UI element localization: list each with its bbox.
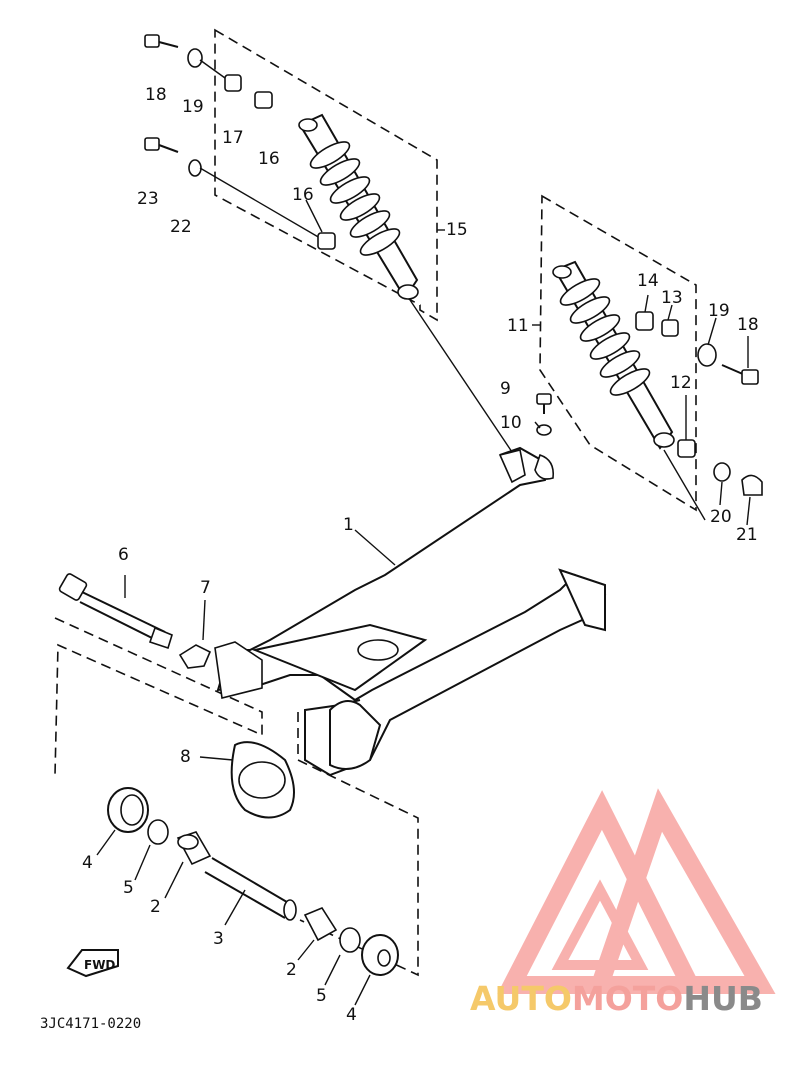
washer-19-right	[697, 343, 717, 367]
pivot-group-outline-right	[297, 712, 419, 977]
callout-12: 12	[670, 373, 692, 393]
callout-18-top: 18	[145, 85, 167, 105]
callout-20: 20	[710, 507, 732, 527]
callout-3: 3	[213, 929, 224, 949]
swingarm-1	[216, 446, 607, 777]
callout-1: 1	[343, 515, 354, 535]
cover-bracket	[214, 641, 263, 699]
fwd-arrow: FWD	[66, 949, 119, 978]
callout-7: 7	[200, 578, 211, 598]
leader-lines	[96, 199, 751, 1006]
callout-2-right: 2	[286, 960, 297, 980]
pivot-shaft-3	[204, 857, 297, 921]
bolt-18-right	[721, 364, 759, 385]
collar-5-right	[339, 927, 361, 953]
rear-shock-11	[552, 260, 675, 450]
callout-22: 22	[170, 217, 192, 237]
callout-9: 9	[500, 379, 511, 399]
callout-19-right: 19	[708, 301, 730, 321]
callout-16-top: 16	[258, 149, 280, 169]
callout-8: 8	[180, 747, 191, 767]
callout-14: 14	[637, 271, 659, 291]
callout-5-left: 5	[123, 878, 134, 898]
nut-7	[178, 644, 212, 669]
rear-shock-15	[298, 113, 419, 300]
callout-2-left: 2	[150, 897, 161, 917]
callout-13: 13	[661, 288, 683, 308]
washer-20	[713, 462, 731, 482]
bushing-14	[635, 311, 654, 331]
washer-10	[536, 424, 552, 436]
cap-nut-21	[741, 474, 763, 496]
collar-17	[224, 74, 242, 92]
callout-6: 6	[118, 545, 129, 565]
watermark-text: AUTOMOTOHUB	[470, 979, 763, 1018]
callout-16-lower: 16	[292, 185, 314, 205]
bushing-16-top	[254, 91, 273, 109]
diagram-code: 3JC4171-0220	[40, 1016, 141, 1032]
pivot-bolt-6	[58, 573, 173, 650]
callout-17: 17	[222, 128, 244, 148]
dust-cover-8	[230, 741, 295, 819]
bushing-16-lower	[317, 232, 336, 250]
washer-19-top	[187, 48, 203, 68]
shock-assembly-11-outline	[539, 194, 697, 512]
callout-11: 11	[507, 316, 529, 336]
callout-19-top: 19	[182, 97, 204, 117]
bolt-23	[144, 137, 179, 153]
watermark-logo	[497, 788, 776, 994]
pivot-group-outline-left	[54, 617, 263, 776]
callout-21: 21	[736, 525, 758, 545]
washer-22	[188, 159, 202, 177]
bushing-2-left	[176, 831, 212, 866]
callout-10: 10	[500, 413, 522, 433]
callout-4-left: 4	[82, 853, 93, 873]
svg-text:FWD: FWD	[84, 958, 115, 972]
callout-5-right: 5	[316, 986, 327, 1006]
bushing-2-right	[303, 907, 338, 942]
bearing-4-left-inner	[120, 794, 144, 826]
callout-18-right: 18	[737, 315, 759, 335]
callout-15: 15	[446, 220, 468, 240]
callout-4-right: 4	[346, 1005, 357, 1025]
callout-labels: 1 2 2 3 4 4 5 5 6 7 8 9 10 11 12 13 14 1…	[82, 85, 759, 1025]
bolt-18-top	[144, 34, 179, 48]
collar-13	[661, 319, 679, 337]
shock-assembly-15-outline	[214, 28, 438, 322]
bearing-4-right-inner	[377, 949, 391, 967]
bushing-12	[677, 439, 696, 458]
collar-5-left	[147, 819, 169, 845]
callout-23: 23	[137, 189, 159, 209]
bolt-9	[536, 393, 552, 414]
